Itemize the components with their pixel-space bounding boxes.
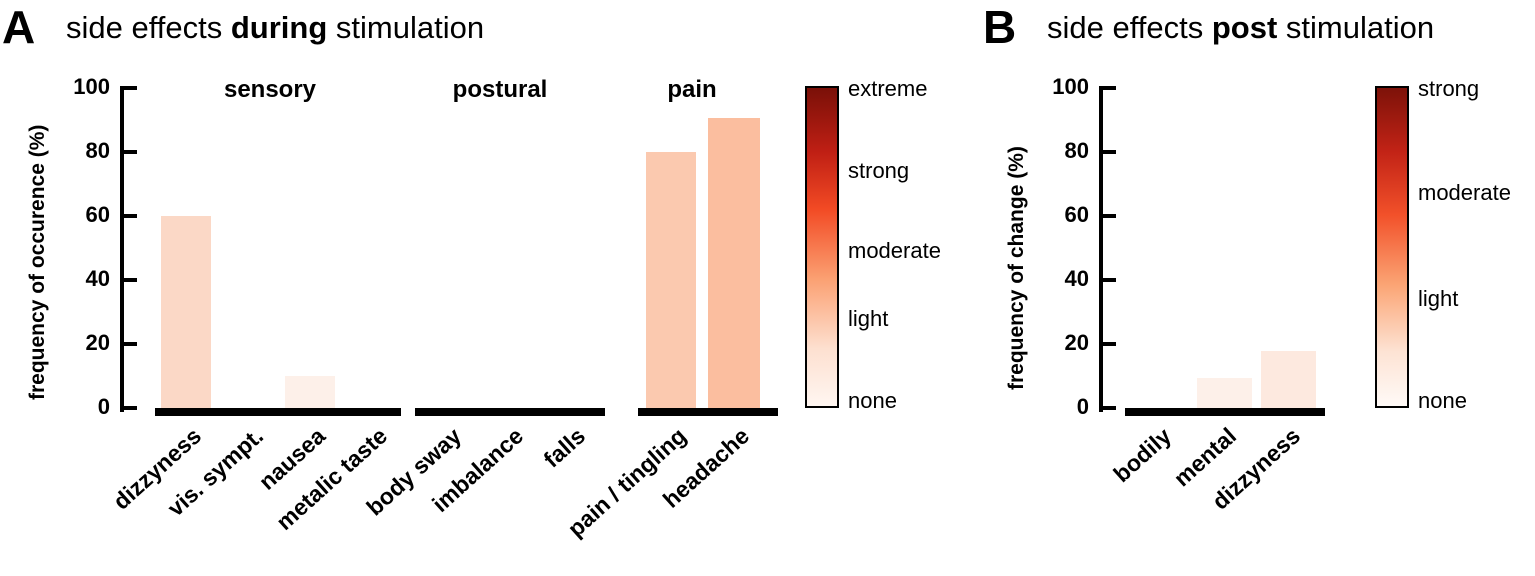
panel-a-y-tick-20: 20	[85, 330, 110, 355]
panel-a-tick-60	[124, 214, 137, 218]
panel-a-y-tick-80: 80	[85, 138, 110, 163]
colorbar-a-label-extreme: extreme	[848, 76, 928, 101]
panel-a-tick-80	[124, 150, 137, 154]
panel-b-tick-80	[1103, 150, 1116, 154]
panel-b-title-post: stimulation	[1277, 10, 1435, 45]
severity-colorbar-b-gradient	[1377, 88, 1407, 406]
panel-a-group-header-pain: pain	[667, 76, 717, 103]
panel-b-y-tick-80: 80	[1064, 138, 1089, 163]
panel-b-title-emphasis: post	[1211, 10, 1278, 45]
panel-a-group-header-sensory: sensory	[223, 76, 317, 103]
panel-b-tick-100	[1103, 86, 1116, 90]
panel-a: A side effects during stimulation freque…	[2, 1, 941, 542]
figure-root: A side effects during stimulation freque…	[2, 0, 1535, 549]
panel-a-y-axis-spine	[120, 86, 124, 412]
panel-a-group-pain-plot	[640, 88, 770, 408]
panel-b-tick-60	[1103, 214, 1116, 218]
colorbar-a-label-moderate: moderate	[848, 238, 941, 263]
panel-a-y-tick-100: 100	[73, 74, 110, 99]
bar-headache	[708, 118, 760, 408]
bar-dizzyness	[161, 216, 211, 408]
bar-pain-tingling	[646, 152, 696, 408]
panel-a-title-emphasis: during	[230, 10, 328, 45]
panel-a-tick-0	[124, 406, 137, 410]
panel-b-tick-20	[1103, 342, 1116, 346]
panel-a-baseline-postural	[415, 408, 605, 416]
panel-b: B side effects post stimulation frequenc…	[975, 0, 1535, 549]
severity-colorbar-a	[805, 86, 839, 408]
severity-colorbar-b	[1375, 86, 1409, 408]
panel-b-y-tick-20: 20	[1064, 330, 1089, 355]
panel-a-letter: A	[2, 1, 35, 53]
colorbar-b-label-light: light	[1418, 286, 1459, 311]
panel-a-group-postural-plot	[415, 88, 605, 408]
panel-b-baseline	[1125, 408, 1325, 416]
panel-a-title-pre: side effects	[66, 10, 231, 45]
panel-b-y-tick-0: 0	[1076, 394, 1089, 419]
panel-b-tick-0	[1103, 406, 1116, 410]
panel-a-group-header-postural: postural	[452, 76, 548, 103]
panel-a-tick-100	[124, 86, 137, 90]
panel-b-plot	[1125, 88, 1325, 408]
panel-b-y-tick-40: 40	[1064, 266, 1089, 291]
colorbar-b-label-strong: strong	[1418, 76, 1480, 101]
panel-a-title: side effects during stimulation	[66, 12, 484, 43]
panel-a-y-tick-0: 0	[97, 394, 110, 419]
panel-a-title-post: stimulation	[327, 10, 485, 45]
bar-dizzyness-post	[1261, 351, 1316, 408]
panel-b-letter: B	[983, 1, 1016, 53]
bar-mental	[1197, 378, 1252, 408]
panel-a-y-tick-40: 40	[85, 266, 110, 291]
panel-a-tick-20	[124, 342, 137, 346]
panel-a-baseline-pain	[638, 408, 778, 416]
colorbar-a-label-none: none	[848, 388, 897, 413]
panel-b-y-tick-60: 60	[1064, 202, 1089, 227]
colorbar-a-label-light: light	[848, 306, 889, 331]
colorbar-a-label-strong: strong	[848, 158, 910, 183]
panel-a-y-axis-label: frequency of occurence (%)	[26, 124, 49, 400]
panel-a-group-sensory-plot	[155, 88, 393, 408]
colorbar-b-label-none: none	[1418, 388, 1467, 413]
severity-colorbar-a-gradient	[807, 88, 837, 406]
panel-b-y-axis-spine	[1099, 86, 1103, 412]
panel-b-y-tick-100: 100	[1052, 74, 1089, 99]
panel-a-y-tick-60: 60	[85, 202, 110, 227]
panel-b-tick-40	[1103, 278, 1116, 282]
panel-a-tick-40	[124, 278, 137, 282]
colorbar-b-label-moderate: moderate	[1418, 180, 1511, 205]
panel-b-title-pre: side effects	[1047, 10, 1212, 45]
bar-nausea	[285, 376, 335, 408]
panel-b-title: side effects post stimulation	[1047, 12, 1434, 43]
panel-a-baseline-sensory	[155, 408, 401, 416]
